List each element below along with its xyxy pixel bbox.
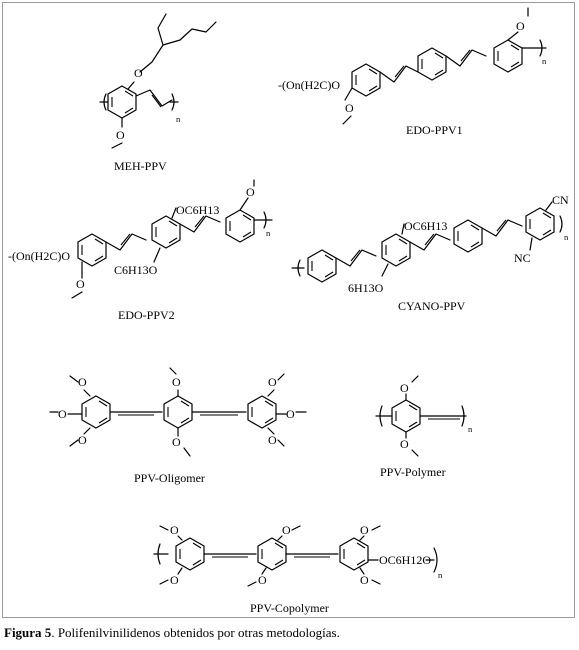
oxygen-atom: O	[268, 433, 277, 447]
structure-edo-ppv2: -(On(H2C)O O OC6H13 C6H13O O n EDO-PPV2	[8, 179, 273, 322]
structure-label: PPV-Polymer	[380, 465, 446, 479]
oxygen-atom: O	[78, 433, 87, 447]
structure-edo-ppv1: -(On(H2C)O O O n EDO-PPV1	[278, 7, 547, 137]
oxygen-atom: O	[282, 523, 291, 537]
structure-ppv-oligomer: O O O O O O O O PPV-Oligomer	[49, 367, 307, 485]
oxygen-atom: O	[516, 19, 525, 33]
oxygen-atom: O	[268, 375, 277, 389]
oxygen-atom: O	[58, 407, 67, 421]
structure-ppv-copolymer: O O O O O O OC6H12O n PPV-Copolymer	[153, 523, 443, 615]
oxygen-atom: O	[76, 277, 85, 291]
figure-frame	[2, 2, 575, 618]
oxygen-atom: O	[134, 66, 143, 80]
hexyldioxy-label: OC6H12O	[379, 553, 431, 567]
repeat-unit-n: n	[542, 56, 547, 66]
repeat-unit-n: n	[266, 228, 271, 238]
oxygen-atom: O	[400, 381, 409, 395]
cyano-label: CN	[552, 193, 569, 207]
oxygen-atom: O	[258, 573, 267, 587]
hexyloxy-label: OC6H13	[404, 219, 447, 233]
structure-cyano-ppv: OC6H13 6H13O CN NC n CYANO-PPV	[291, 193, 569, 313]
structure-label: EDO-PPV1	[406, 123, 463, 137]
oxygen-atom: O	[345, 101, 354, 115]
repeat-unit-n: n	[176, 114, 181, 124]
oxygen-atom: O	[286, 407, 295, 421]
oxygen-atom: O	[172, 375, 181, 389]
alkoxy-linker-label: -(On(H2C)O	[278, 78, 340, 92]
structure-label: PPV-Copolymer	[250, 601, 329, 615]
oxygen-atom: O	[246, 185, 255, 199]
oxygen-atom: O	[360, 523, 369, 537]
hexyloxy-label: OC6H13	[176, 203, 219, 217]
structure-ppv-polymer: O O n PPV-Polymer	[375, 375, 473, 479]
structure-meh-ppv: O O n MEH-PPV	[99, 13, 217, 173]
oxygen-atom: O	[170, 523, 179, 537]
structure-label: EDO-PPV2	[118, 308, 175, 322]
repeat-unit-n: n	[468, 424, 473, 434]
repeat-unit-n: n	[438, 570, 443, 580]
caption-text: . Polifenilvinilidenos obtenidos por otr…	[51, 625, 340, 640]
structure-label: PPV-Oligomer	[134, 471, 205, 485]
oxygen-atom: O	[170, 573, 179, 587]
structure-label: MEH-PPV	[114, 159, 167, 173]
chemical-structures-scheme: O O n MEH-PPV -(On(H2C)O O O	[8, 7, 569, 615]
cyano-label: NC	[514, 251, 531, 265]
figure-caption: Figura 5. Polifenilvinilidenos obtenidos…	[4, 625, 340, 641]
oxygen-atom: O	[400, 437, 409, 451]
oxygen-atom: O	[116, 128, 125, 142]
hexyloxy-label: C6H13O	[114, 263, 158, 277]
figure-number: Figura 5	[4, 625, 52, 640]
oxygen-atom: O	[172, 435, 181, 449]
structure-label: CYANO-PPV	[398, 299, 466, 313]
repeat-unit-n: n	[564, 232, 569, 242]
alkoxy-linker-label: -(On(H2C)O	[8, 249, 70, 263]
hexyloxy-label: 6H13O	[348, 281, 384, 295]
oxygen-atom: O	[360, 573, 369, 587]
oxygen-atom: O	[78, 375, 87, 389]
